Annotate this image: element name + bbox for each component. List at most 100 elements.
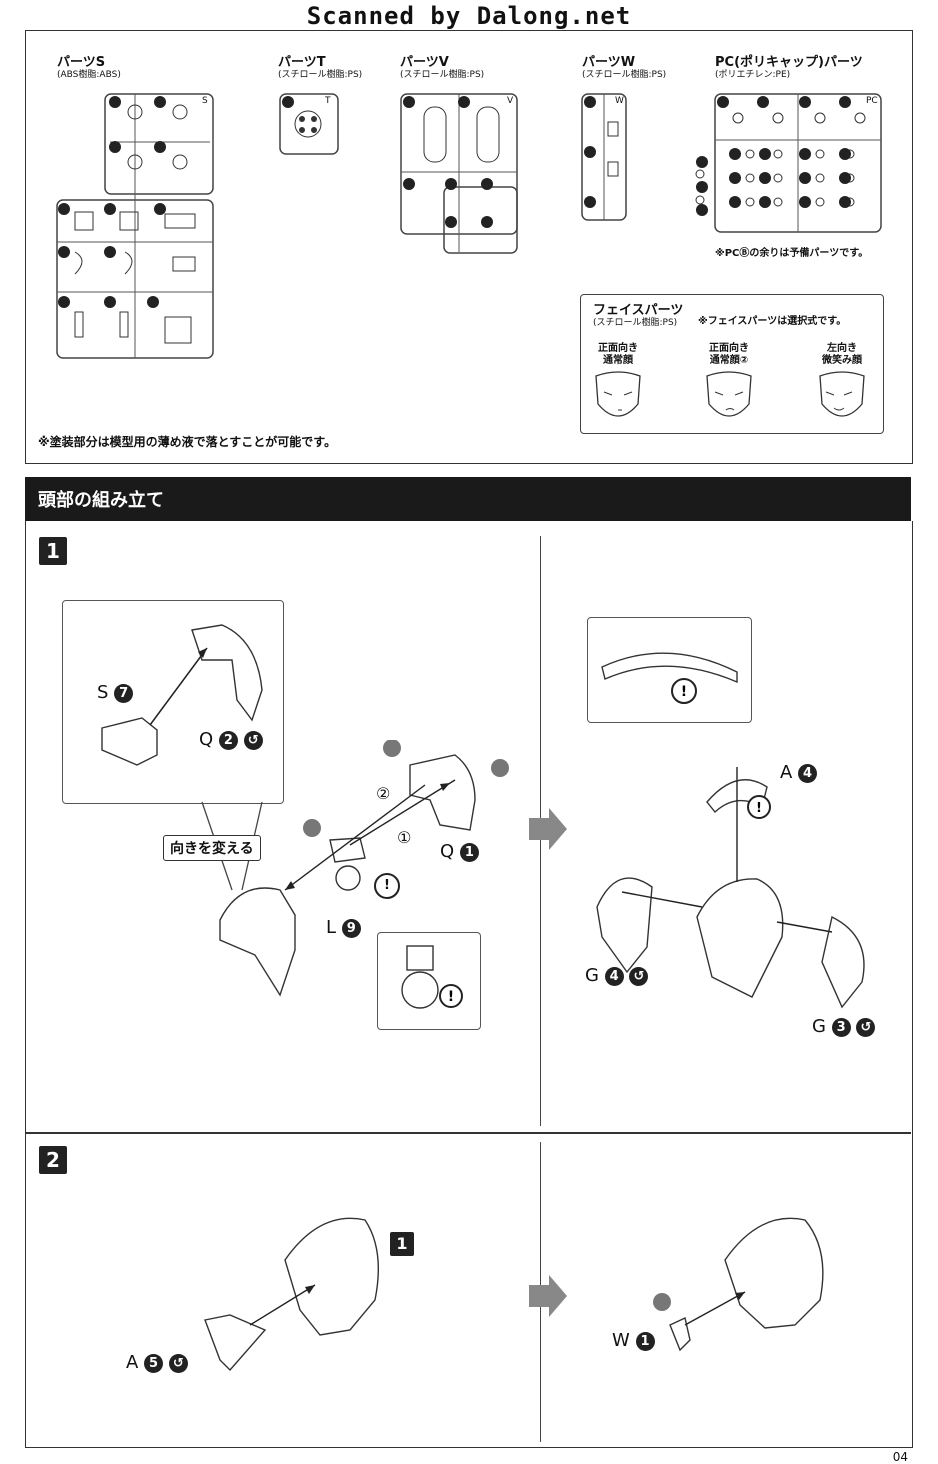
page-number: 04 <box>892 1450 908 1464</box>
parts-t-header: パーツT (スチロール樹脂:PS) <box>278 55 363 81</box>
cut-tool-icon: ↺ <box>629 966 649 986</box>
parts-s-header: パーツS (ABS樹脂:ABS) <box>57 55 121 81</box>
parts-s-material: (ABS樹脂:ABS) <box>57 70 121 80</box>
label-q1-number: 1 <box>459 842 479 862</box>
parts-t-material: (スチロール樹脂:PS) <box>278 70 363 80</box>
label-l9-number: 9 <box>341 918 361 938</box>
step1-detail-drawing <box>101 624 263 891</box>
label-s7-letter: S <box>97 682 109 703</box>
cut-tool-icon: ↺ <box>168 1353 188 1373</box>
label-a5: A 5 ↺ <box>126 1352 188 1373</box>
next-step-arrow-icon-2 <box>529 1275 567 1317</box>
label-s7: S 7 <box>97 682 134 703</box>
label-g3-letter: G <box>812 1016 826 1037</box>
label-s7-number: 7 <box>114 683 134 703</box>
label-l9: L 9 <box>326 917 361 938</box>
step1-ball-drawing: ! <box>401 945 463 1009</box>
runner-w-diagram <box>581 93 627 221</box>
face-selection-note: ※フェイスパーツは選択式です。 <box>698 316 847 327</box>
label-w1-number: 1 <box>635 1331 655 1351</box>
face-option-3-line1: 左向き <box>827 343 857 354</box>
face-option-2-line2: 通常顔② <box>709 355 749 366</box>
steps-row-divider <box>25 1132 911 1134</box>
parts-list-panel <box>25 30 913 464</box>
section-title: 頭部の組み立て <box>38 490 164 511</box>
section-header: 頭部の組み立て <box>25 477 911 521</box>
cut-tool-icon: ↺ <box>856 1017 876 1037</box>
face-option-2-caption: 正面向き 通常顔② <box>691 343 767 367</box>
runner-t-diagram <box>279 93 339 155</box>
parts-pc-material: (ポリエチレン:PE) <box>715 70 791 80</box>
label-w1-letter: W <box>612 1330 630 1351</box>
label-w1: W 1 <box>612 1330 655 1351</box>
face-option-1-line1: 正面向き <box>598 343 638 354</box>
caution-icon: ! <box>374 873 400 899</box>
parts-w-title: パーツW <box>582 55 636 70</box>
parts-w-header: パーツW (スチロール樹脂:PS) <box>582 55 667 81</box>
label-q2-number: 2 <box>218 730 238 750</box>
parts-pc-title: PC(ポリキャップ)パーツ <box>715 55 863 70</box>
step1-assembly-drawing <box>219 740 509 997</box>
label-a4-number: 4 <box>798 763 818 783</box>
step2-left-drawing <box>204 1217 379 1372</box>
parts-pc-header: PC(ポリキャップ)パーツ (ポリエチレン:PE) <box>715 55 863 81</box>
parts-v-title: パーツV <box>400 55 449 70</box>
label-q1: Q 1 <box>440 841 479 862</box>
face-parts-material: (スチロール樹脂:PS) <box>593 318 678 328</box>
cut-tool-icon: ↺ <box>243 730 263 750</box>
parts-v-header: パーツV (スチロール樹脂:PS) <box>400 55 485 81</box>
label-a4: A 4 <box>780 762 818 783</box>
step2-ref-badge: 1 <box>390 1232 414 1256</box>
step1-head-drawing: ! ! <box>596 652 865 1009</box>
parts-v-material: (スチロール樹脂:PS) <box>400 70 485 80</box>
face-parts-header: フェイスパーツ (スチロール樹脂:PS) <box>593 303 684 329</box>
step-2-number: 2 <box>39 1146 67 1174</box>
parts-s-title: パーツS <box>57 55 106 70</box>
runner-w-letter: W <box>615 96 624 106</box>
face-smile-left-icon <box>819 371 865 417</box>
label-g4-letter: G <box>585 965 599 986</box>
change-direction-tag: 向きを変える <box>163 835 261 861</box>
assembly-steps-panel <box>25 521 913 1448</box>
face-option-2-line1: 正面向き <box>709 343 749 354</box>
label-g4: G 4 ↺ <box>585 965 649 986</box>
next-step-arrow-icon <box>529 808 567 850</box>
step2-right-drawing <box>653 1217 824 1352</box>
paint-removal-note: ※塗装部分は模型用の薄め液で落とすことが可能です。 <box>38 435 337 449</box>
face-option-1-caption: 正面向き 通常顔 <box>586 343 650 367</box>
face-parts-box <box>580 294 884 434</box>
label-q2-letter: Q <box>199 729 214 750</box>
parts-t-title: パーツT <box>278 55 326 70</box>
face-option-3-line2: 微笑み顔 <box>822 355 862 366</box>
order-1-marker: ① <box>397 828 412 847</box>
runner-v-letter: V <box>507 96 514 106</box>
step-1-number: 1 <box>39 537 67 565</box>
face-option-3-caption: 左向き 微笑み顔 <box>808 343 876 367</box>
runner-s-letter: S <box>202 96 208 106</box>
runner-pc-letter: PC <box>866 96 878 106</box>
label-l9-letter: L <box>326 917 337 938</box>
parts-w-material: (スチロール樹脂:PS) <box>582 70 667 80</box>
order-2-marker: ② <box>376 784 391 803</box>
label-a5-letter: A <box>126 1352 139 1373</box>
label-g3-number: 3 <box>831 1017 851 1037</box>
runner-s-diagram <box>56 93 214 359</box>
face-normal-front-2-icon <box>706 371 752 417</box>
label-g4-number: 4 <box>604 966 624 986</box>
pc-spare-note: ※PCⒷの余りは予備パーツです。 <box>715 248 869 259</box>
face-normal-front-icon <box>595 371 641 417</box>
label-a5-number: 5 <box>144 1353 164 1373</box>
face-parts-title: フェイスパーツ <box>593 303 684 318</box>
runner-v-diagram <box>400 93 518 254</box>
label-q2: Q 2 ↺ <box>199 729 263 750</box>
runner-t-letter: T <box>325 96 331 106</box>
face-option-1-line2: 通常顔 <box>603 355 633 366</box>
label-a4-letter: A <box>780 762 793 783</box>
svg-text:!: ! <box>681 684 687 700</box>
label-g3: G 3 ↺ <box>812 1016 876 1037</box>
label-q1-letter: Q <box>440 841 455 862</box>
runner-pc-diagram <box>695 93 882 233</box>
scan-watermark: Scanned by Dalong.net <box>306 2 632 30</box>
svg-text:!: ! <box>756 801 762 816</box>
svg-text:!: ! <box>448 989 454 1005</box>
